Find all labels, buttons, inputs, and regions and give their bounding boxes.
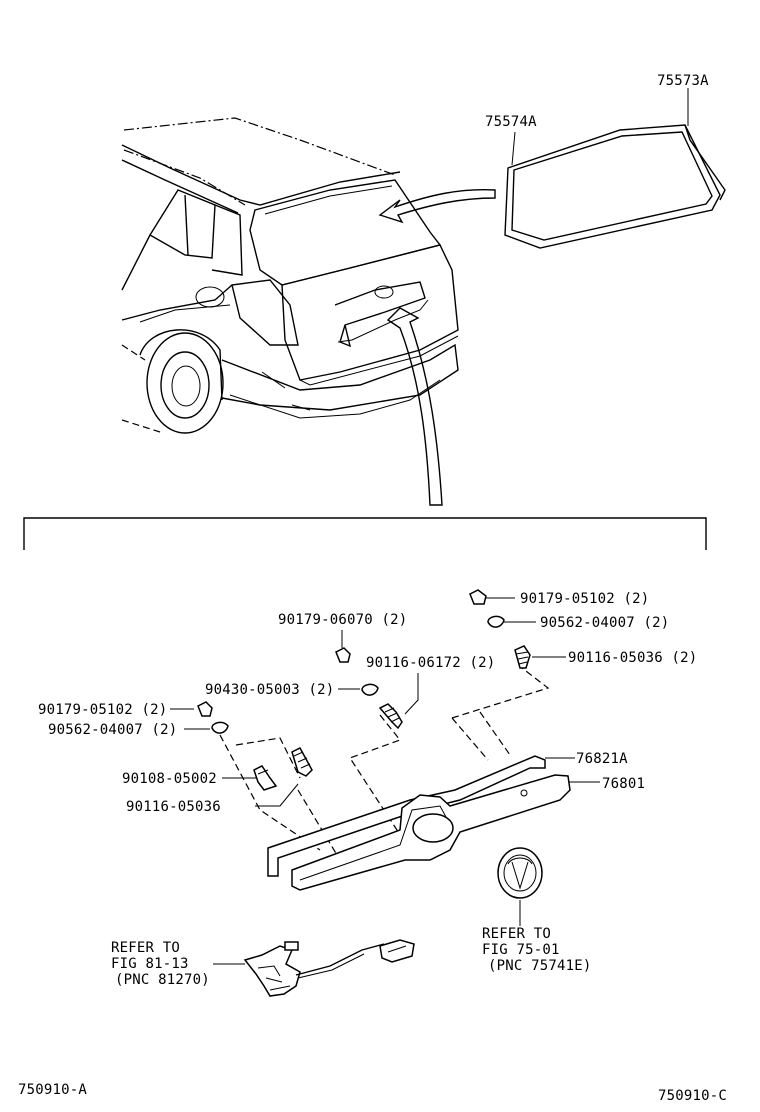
label-75573A: 75573A bbox=[657, 73, 709, 89]
back-door-garnish bbox=[267, 755, 571, 899]
label-75574A: 75574A bbox=[485, 114, 537, 130]
leader-lines bbox=[170, 597, 600, 965]
part-labels: 75573A 75574A 90179-05102 (2) 90562-0400… bbox=[18, 73, 727, 1104]
detail-frame bbox=[23, 517, 707, 550]
label-90179-05102-left: 90179-05102 (2) bbox=[38, 702, 167, 718]
emblem-reference-line-1: REFER TO bbox=[482, 926, 551, 942]
vehicle-rear-view bbox=[121, 117, 496, 506]
door-lock-assembly bbox=[243, 939, 415, 997]
label-76801: 76801 bbox=[602, 776, 645, 792]
lock-reference-line-2: FIG 81-13 bbox=[111, 956, 189, 972]
lock-reference-line-1: REFER TO bbox=[111, 940, 180, 956]
label-90116-05036-left: 90116-05036 bbox=[126, 799, 221, 815]
label-76821A: 76821A bbox=[576, 751, 628, 767]
label-90179-06070: 90179-06070 (2) bbox=[278, 612, 407, 628]
label-90562-04007-top: 90562-04007 (2) bbox=[540, 615, 669, 631]
figure-code-right: 750910-C bbox=[658, 1088, 727, 1104]
label-90430-05003: 90430-05003 (2) bbox=[205, 682, 334, 698]
label-90116-06172: 90116-06172 (2) bbox=[366, 655, 495, 671]
emblem-reference-line-3: (PNC 75741E) bbox=[488, 958, 592, 974]
label-90108-05002: 90108-05002 bbox=[122, 771, 217, 787]
label-90562-04007-left: 90562-04007 (2) bbox=[48, 722, 177, 738]
emblem-reference-line-2: FIG 75-01 bbox=[482, 942, 560, 958]
lock-reference-line-3: (PNC 81270) bbox=[115, 972, 210, 988]
figure-code-left: 750910-A bbox=[18, 1082, 87, 1098]
back-door-glass bbox=[504, 88, 726, 249]
fasteners bbox=[197, 589, 531, 791]
label-90179-05102-top: 90179-05102 (2) bbox=[520, 591, 649, 607]
label-90116-05036-top: 90116-05036 (2) bbox=[568, 650, 697, 666]
